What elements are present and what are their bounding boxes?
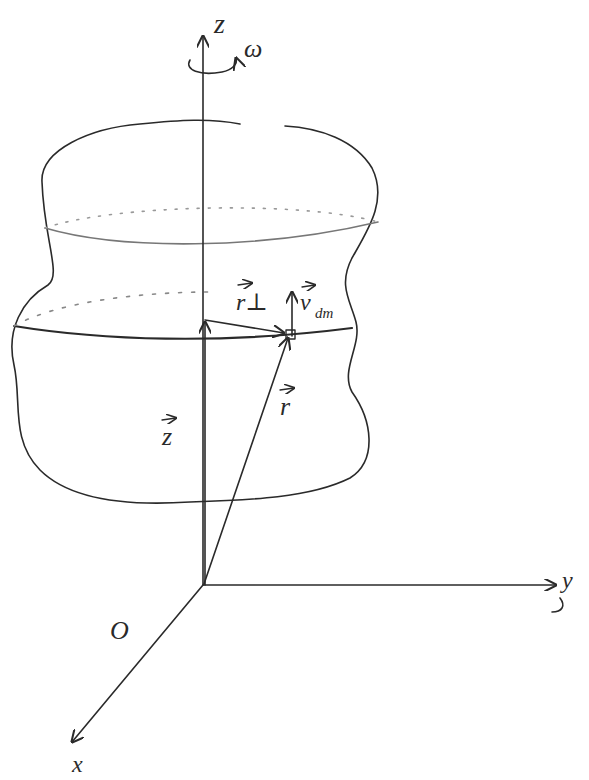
y-axis-tick [552, 598, 563, 612]
z-vector [204, 322, 206, 585]
x-axis [72, 585, 203, 742]
lower-section-back [14, 292, 210, 326]
origin-name: O [110, 618, 129, 644]
lower-section [14, 326, 352, 339]
vector-name: z [162, 424, 172, 450]
angular-velocity: ω [244, 36, 262, 62]
axis-name: y [562, 568, 573, 592]
y-axis [203, 584, 556, 586]
axis-name: z [214, 10, 225, 38]
subscript: dm [315, 306, 333, 321]
label-arrow [238, 283, 252, 285]
label-arrow [280, 388, 294, 390]
label-arrow [162, 418, 176, 420]
z-axis [202, 36, 204, 585]
r-perp-vector [205, 320, 284, 333]
vector-name: r [280, 394, 290, 420]
r-vector [204, 338, 288, 584]
vector-name: r⊥ [236, 290, 268, 314]
axis-name: x [72, 752, 83, 776]
upper-section-back [45, 208, 378, 228]
omega-arrow [189, 58, 237, 73]
label-arrow [302, 285, 315, 287]
mass-element [286, 330, 295, 339]
vector-name: v [300, 290, 311, 314]
upper-section [45, 222, 378, 244]
body-outline [12, 120, 378, 503]
